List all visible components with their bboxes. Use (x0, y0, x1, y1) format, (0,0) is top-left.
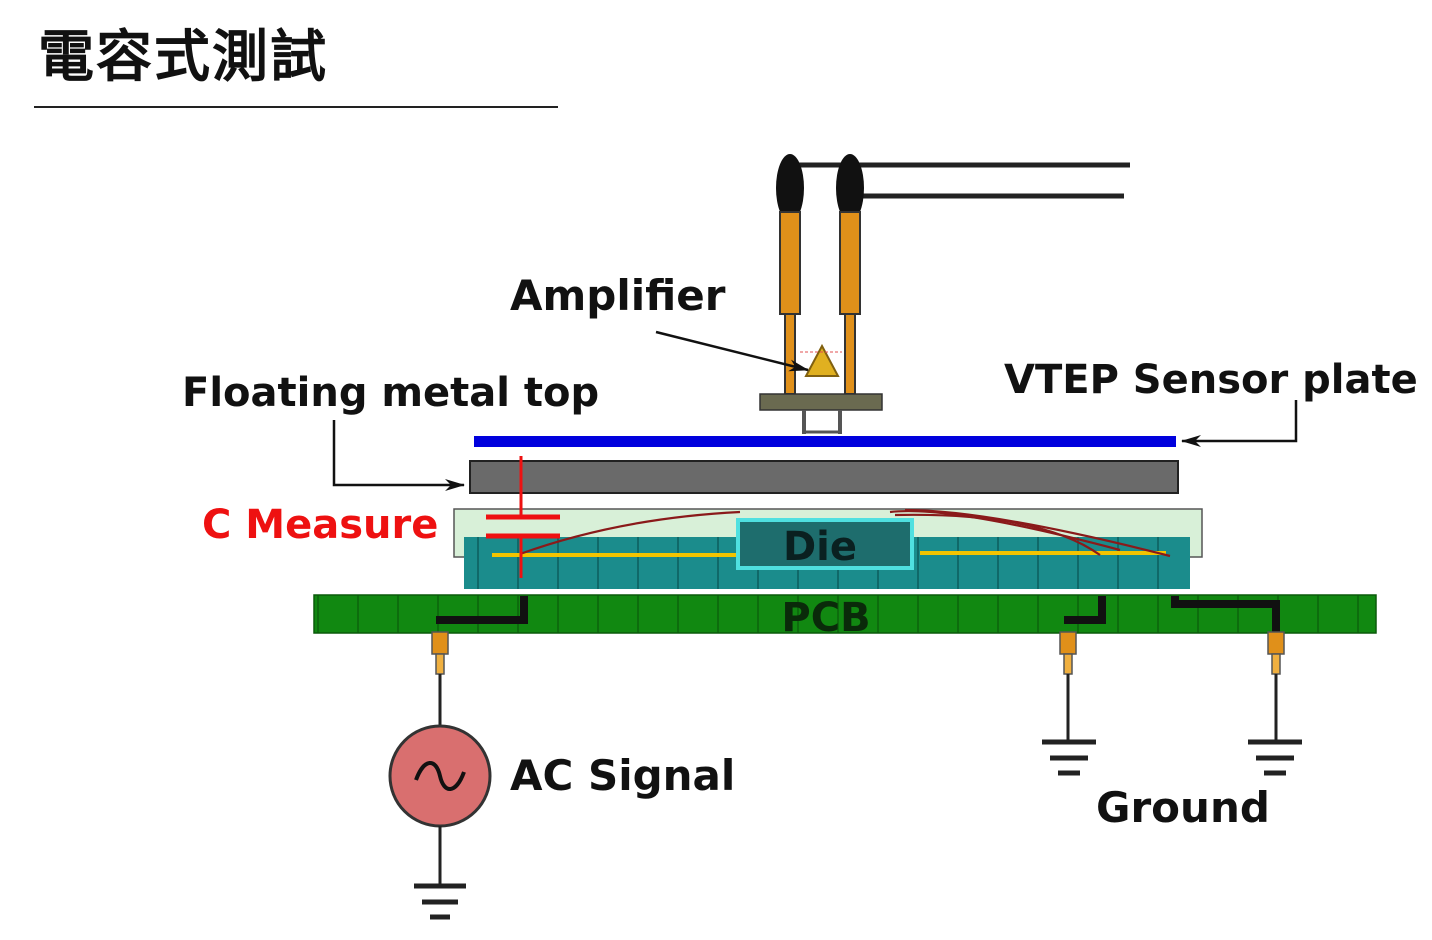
pogo-pin-ground-2 (1267, 631, 1285, 675)
amplifier-symbol (800, 343, 842, 377)
sensor-plate-label: VTEP Sensor plate (1004, 357, 1418, 403)
ground-symbol-ac (414, 883, 466, 920)
sensor-plate-arrow (1181, 400, 1298, 447)
die: Die (736, 518, 914, 570)
page-title: 電容式測試 (38, 25, 328, 90)
amplifier-label: Amplifier (510, 271, 726, 320)
pogo-pin-ground-1 (1059, 631, 1077, 675)
vtep-sensor-plate (474, 436, 1176, 447)
pcb-traces (436, 596, 1280, 636)
ac-signal-source (388, 674, 492, 884)
ground-symbol-1 (1042, 674, 1096, 776)
floating-metal-arrow (332, 420, 465, 491)
pcb-label: PCB (781, 595, 870, 641)
die-label: Die (783, 524, 857, 570)
ground-label: Ground (1096, 783, 1270, 832)
title-underline (34, 106, 558, 108)
pogo-pin-ac (431, 631, 449, 675)
floating-metal-top-label: Floating metal top (182, 370, 599, 416)
bond-wires (519, 508, 1171, 558)
floating-metal-top (469, 460, 1179, 494)
c-measure-label: C Measure (202, 502, 438, 548)
amplifier-arrow (655, 330, 809, 372)
ac-signal-label: AC Signal (510, 751, 735, 800)
c-measure-capacitor (486, 456, 560, 578)
ground-symbol-2 (1248, 674, 1302, 776)
sine-wave-icon (414, 761, 466, 791)
probe-assembly (759, 154, 1130, 434)
